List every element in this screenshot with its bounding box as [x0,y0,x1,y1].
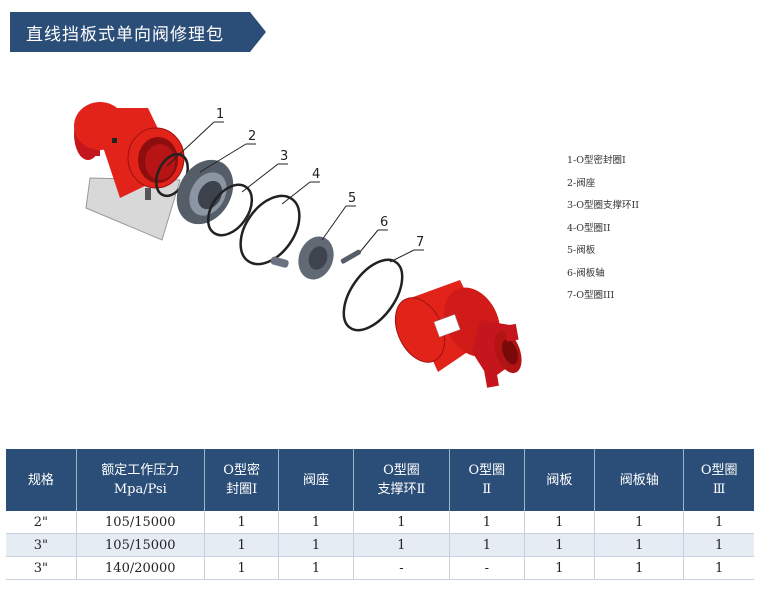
table-cell: 1 [204,511,280,534]
page-title: 直线挡板式单向阀修理包 [26,25,224,45]
support-ring-3 [206,183,254,237]
table-cell: 1 [278,511,354,534]
table-cell: 1 [524,556,596,580]
table-row: 3" 140/20000 1 1 - - 1 1 1 [6,556,754,580]
legend-item: 6-阀板轴 [567,267,605,279]
table-cell: 1 [594,511,685,534]
table-cell: 140/20000 [76,556,205,580]
header-support-ring: O型圈支撑环Ⅱ [353,449,451,511]
table-cell: 3" [6,556,77,580]
header-valve-shaft: 阀板轴 [594,449,685,511]
o-ring-7 [342,258,404,332]
left-valve-body [74,102,185,241]
table-cell: 105/15000 [76,533,205,557]
table-row: 3" 105/15000 1 1 1 1 1 1 1 [6,533,754,557]
legend-item: 2-阀座 [567,177,596,189]
table-cell: 1 [683,533,754,557]
callout-7: 7 [416,235,424,250]
valve-plate-5 [270,236,334,280]
table-cell: 1 [683,556,754,580]
parts-legend: 1-O型密封圈I 2-阀座 3-O型圈支撑环II 4-O型圈II 5-阀板 6-… [567,150,639,308]
table-cell: 1 [278,533,354,557]
table-cell: 1 [204,533,280,557]
table-cell: 1 [204,556,280,580]
legend-item: 4-O型圈II [567,222,611,234]
valve-seat-2 [176,159,234,225]
legend-item: 1-O型密封圈I [567,155,626,166]
callout-6: 6 [380,215,388,230]
table-cell: 1 [594,533,685,557]
table-cell: 1 [683,511,754,534]
table-cell: - [353,556,451,580]
table-cell: 3" [6,533,77,557]
table-row: 2" 105/15000 1 1 1 1 1 1 1 [6,511,754,534]
callout-3: 3 [280,149,288,164]
callout-5: 5 [348,191,356,206]
table-cell: 1 [449,533,525,557]
table-cell: 1 [524,511,596,534]
table-cell: 1 [594,556,685,580]
legend-item: 5-阀板 [567,245,596,256]
valve-shaft-6 [340,249,361,264]
table-cell: 1 [353,511,451,534]
table-cell: 1 [278,556,354,580]
header-valve-plate: 阀板 [524,449,596,511]
table-cell: 1 [449,511,525,534]
table-cell: - [449,556,525,580]
table-cell: 105/15000 [76,511,205,534]
right-valve-body [394,280,522,388]
callout-4: 4 [312,167,320,182]
title-banner: 直线挡板式单向阀修理包 [10,12,268,52]
banner-shape [10,12,266,52]
exploded-view-diagram: 1 2 3 4 5 6 7 [60,90,530,420]
table-cell: 1 [353,533,451,557]
legend-item: 7-O型圈III [567,290,615,301]
legend-item: 3-O型圈支撑环II [567,200,640,211]
table-cell: 2" [6,511,77,534]
header-spec: 规格 [6,449,77,511]
table-cell: 1 [524,533,596,557]
header-o-ring-1: O型密封圈Ⅰ [204,449,280,511]
callout-2: 2 [248,129,256,144]
leader-lines [166,121,424,263]
callout-1: 1 [216,107,224,122]
header-valve-seat: 阀座 [278,449,354,511]
o-ring-4 [239,194,301,266]
